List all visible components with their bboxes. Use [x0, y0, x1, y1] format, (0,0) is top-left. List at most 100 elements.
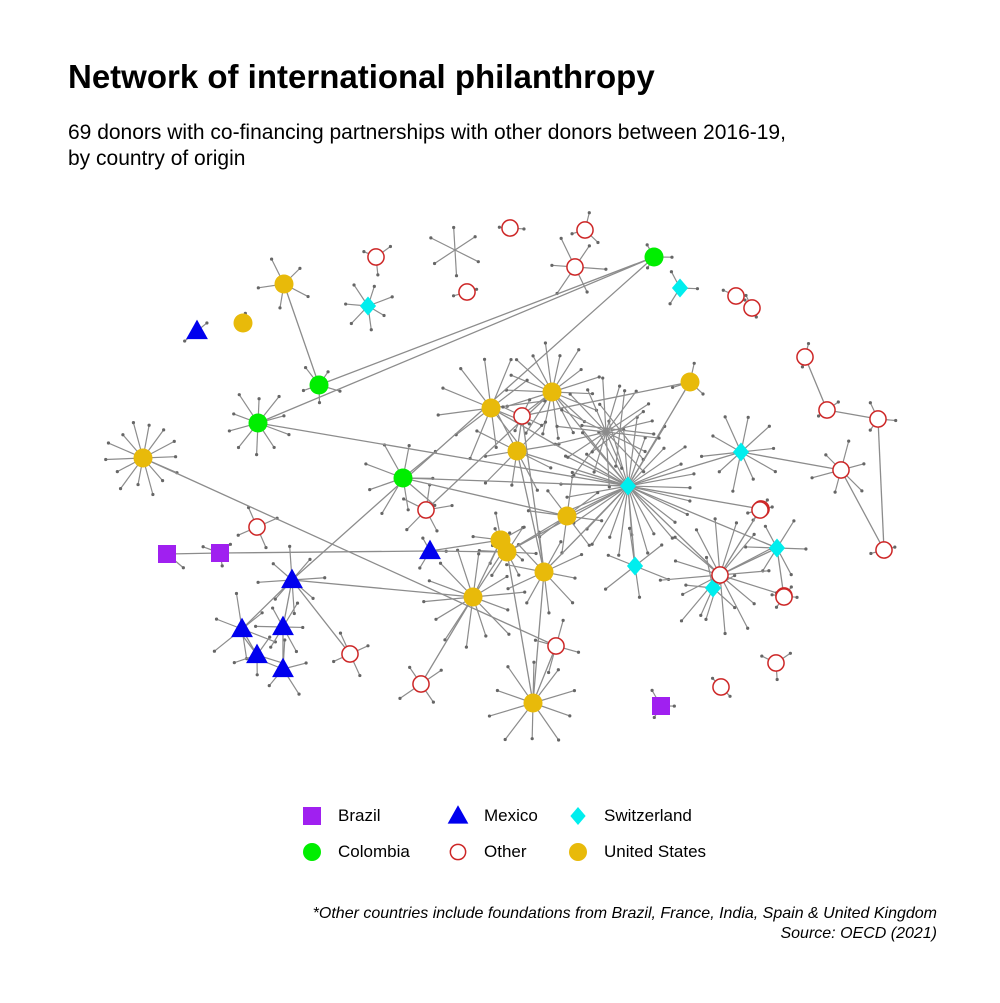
leaf-node	[792, 519, 796, 523]
leaf-node	[232, 661, 236, 665]
leaf-node	[162, 428, 166, 432]
leaf-node	[232, 412, 236, 416]
donor-node-switzerland	[732, 442, 750, 462]
leaf-node	[433, 503, 437, 507]
leaf-node	[592, 470, 596, 474]
leaf-node	[490, 573, 494, 577]
leaf-node	[268, 635, 272, 639]
legend-label: Mexico	[484, 806, 538, 825]
donor-node-united-states	[542, 382, 562, 402]
leaf-node	[402, 497, 406, 501]
leaf-node	[308, 557, 312, 561]
donor-node-other	[796, 348, 814, 366]
leaf-node	[439, 668, 443, 672]
partnership-edge	[241, 579, 293, 630]
leaf-node	[255, 673, 259, 677]
leaf-node	[746, 415, 750, 419]
donor-node-other	[513, 407, 531, 425]
leaf-node	[627, 526, 632, 531]
partnership-edge	[402, 477, 629, 487]
leaf-edge	[627, 485, 673, 539]
leaf-node	[767, 569, 771, 573]
leaf-edge	[581, 424, 621, 431]
leaf-node	[733, 605, 737, 610]
leaf-node	[699, 454, 704, 458]
leaf-edge	[619, 390, 626, 431]
leaf-node	[473, 235, 477, 239]
donor-node-brazil	[652, 697, 670, 715]
leaf-node	[679, 462, 683, 466]
leaf-node	[543, 420, 548, 424]
leaf-node	[577, 348, 581, 352]
partnership-edge	[257, 422, 629, 487]
leaf-node	[136, 482, 140, 487]
leaf-node	[684, 583, 688, 587]
leaf-node	[789, 585, 793, 589]
leaf-edge	[430, 237, 456, 251]
leaf-node	[278, 306, 282, 310]
leaf-node	[568, 714, 572, 718]
leaf-node	[528, 398, 532, 402]
leaf-edge	[627, 417, 638, 487]
leaf-node	[773, 469, 777, 474]
leaf-node	[382, 313, 386, 318]
partnership-edge	[627, 485, 636, 567]
leaf-node	[641, 409, 645, 414]
leaf-node	[767, 424, 771, 428]
leaf-node	[475, 429, 479, 433]
leaf-node	[860, 489, 864, 493]
leaf-node	[482, 357, 487, 361]
leaf-node	[763, 524, 768, 528]
leaf-node	[338, 389, 342, 393]
partnership-edge	[804, 356, 828, 411]
leaf-node	[587, 244, 591, 248]
donor-node-united-states	[523, 693, 543, 713]
leaf-node	[506, 665, 510, 669]
leaf-node	[459, 367, 463, 371]
leaf-node	[115, 470, 119, 474]
leaf-node	[774, 605, 779, 609]
leaf-node	[283, 638, 287, 642]
leaf-node	[434, 617, 438, 621]
leaf-node	[560, 408, 564, 412]
leaf-node	[303, 365, 308, 370]
partnership-edge	[490, 407, 629, 487]
donor-node-other	[547, 637, 565, 655]
leaf-node	[454, 274, 459, 278]
leaf-node	[596, 240, 600, 245]
leaf-node	[451, 294, 456, 298]
chart-title: Network of international philanthropy	[68, 58, 655, 95]
leaf-node	[282, 414, 286, 418]
leaf-node	[646, 551, 650, 555]
leaf-edge	[615, 429, 621, 467]
leaf-node	[746, 511, 750, 515]
leaf-edge	[627, 463, 682, 487]
legend-swatch-diamond	[570, 807, 586, 825]
leaf-node	[510, 483, 514, 487]
leaf-edge	[719, 574, 777, 594]
leaf-edge	[627, 473, 695, 487]
leaf-node	[173, 455, 178, 459]
donor-node-other	[818, 401, 836, 419]
leaf-node	[501, 405, 505, 409]
leaf-edge	[627, 485, 691, 502]
leaf-node	[183, 339, 187, 343]
leaf-node	[131, 421, 136, 425]
donor-node-mexico	[281, 568, 303, 589]
donor-node-united-states	[233, 313, 253, 333]
legend-swatch-square	[303, 807, 321, 825]
donor-node-colombia	[644, 247, 664, 267]
leaf-node	[522, 525, 526, 529]
leaf-node	[295, 601, 300, 605]
donor-node-other	[875, 541, 893, 559]
leaf-node	[526, 509, 531, 513]
leaf-node	[531, 354, 535, 358]
leaf-node	[323, 576, 327, 580]
leaf-node	[543, 341, 548, 345]
leaf-node	[723, 631, 727, 636]
leaf-edge	[555, 431, 607, 445]
leaf-node	[287, 432, 291, 437]
leaf-node	[816, 414, 821, 418]
leaf-edge	[719, 533, 755, 576]
leaf-node	[104, 457, 108, 462]
